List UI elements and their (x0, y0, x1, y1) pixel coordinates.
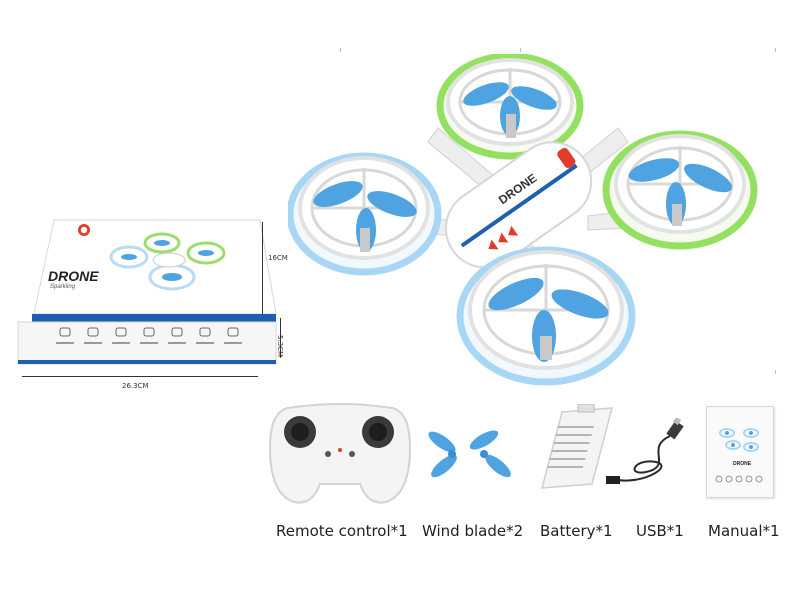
wind-blade-label: Wind blade*2 (422, 522, 524, 540)
dimension-label-depth: 5.3CM (276, 335, 284, 358)
remote-control-label: Remote control*1 (276, 522, 408, 540)
dimension-label-width: 26.3CM (122, 382, 149, 390)
rotor-bottom (456, 246, 636, 386)
manual-title: DRONE (733, 461, 752, 467)
battery-illustration (541, 403, 613, 489)
usb-cable-illustration (606, 416, 684, 484)
manual-label: Manual*1 (708, 522, 780, 540)
product-box-illustration (17, 219, 277, 365)
dimension-line-width (22, 376, 258, 377)
rotor-right (602, 130, 758, 250)
battery-label: Battery*1 (540, 522, 613, 540)
wind-blade-image (422, 426, 522, 486)
wind-blade-illustration (428, 430, 511, 478)
manual-illustration (715, 428, 763, 483)
dimension-line-depth (280, 318, 281, 358)
box-brand-title: DRONE (48, 268, 99, 284)
usb-label: USB*1 (636, 522, 684, 540)
rotor-top (436, 52, 584, 160)
dimension-label-height: 16CM (268, 254, 288, 262)
drone-image: DRONE (286, 52, 768, 389)
remote-control-image (268, 398, 412, 506)
manual-image: DRONE (706, 406, 774, 498)
drone-illustration (286, 52, 758, 386)
usb-cable-image (604, 416, 688, 490)
box-brand-subtitle: Sparkling (50, 284, 76, 290)
rotor-left (286, 152, 442, 276)
dimension-line-height (262, 222, 263, 314)
remote-control-illustration (268, 403, 412, 504)
drone-body (444, 141, 593, 269)
battery-image (538, 403, 616, 492)
product-box: DRONE Sparkling (14, 210, 284, 385)
